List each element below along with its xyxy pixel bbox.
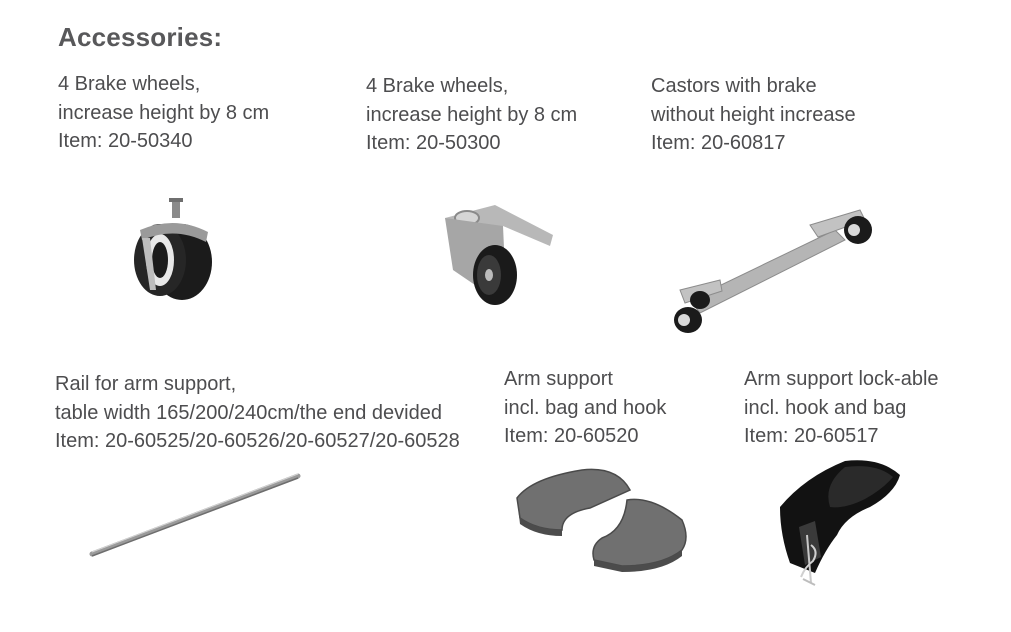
accessory-caption-6: Arm support lock-able incl. hook and bag… bbox=[744, 365, 939, 451]
castor-bar-icon bbox=[674, 209, 872, 333]
caption-line-1: 4 Brake wheels, bbox=[58, 73, 201, 95]
arm-support-pads-icon bbox=[516, 468, 687, 572]
accessory-caption-1: 4 Brake wheels, increase height by 8 cm … bbox=[58, 70, 269, 156]
accessory-caption-4: Rail for arm support, table width 165/20… bbox=[55, 370, 460, 456]
item-number: Item: 20-50300 bbox=[366, 132, 501, 154]
accessory-caption-3: Castors with brake without height increa… bbox=[651, 72, 856, 158]
accessory-caption-2: 4 Brake wheels, increase height by 8 cm … bbox=[366, 72, 577, 158]
caption-line-2: incl. bag and hook bbox=[504, 396, 667, 419]
caption-line-2: table width 165/200/240cm/the end devide… bbox=[55, 401, 442, 424]
item-number: Item: 20-60517 bbox=[744, 425, 879, 447]
accessory-caption-5: Arm support incl. bag and hook Item: 20-… bbox=[504, 365, 666, 451]
caption-line-2: without height increase bbox=[651, 103, 856, 126]
page-title: Accessories: bbox=[58, 22, 223, 52]
item-number: Item: 20-50340 bbox=[58, 130, 193, 152]
caption-line-1: Arm support bbox=[504, 368, 613, 390]
caption-line-1: Rail for arm support, bbox=[55, 373, 237, 395]
caption-line-2: incl. hook and bag bbox=[744, 396, 907, 419]
caption-line-1: Arm support lock-able bbox=[744, 368, 939, 390]
caption-line-2: increase height by 8 cm bbox=[366, 103, 578, 126]
rail-icon bbox=[89, 473, 301, 557]
arm-support-lockable-icon bbox=[780, 460, 900, 586]
item-number: Item: 20-60525/20-60526/20-60527/20-6052… bbox=[55, 430, 460, 452]
caption-line-1: 4 Brake wheels, bbox=[366, 75, 509, 97]
caption-line-1: Castors with brake bbox=[651, 75, 817, 97]
brake-wheel-icon bbox=[134, 198, 212, 300]
brake-wheel-bracket-icon bbox=[445, 205, 553, 305]
caption-line-2: increase height by 8 cm bbox=[58, 101, 270, 124]
item-number: Item: 20-60520 bbox=[504, 425, 639, 447]
item-number: Item: 20-60817 bbox=[651, 132, 786, 154]
